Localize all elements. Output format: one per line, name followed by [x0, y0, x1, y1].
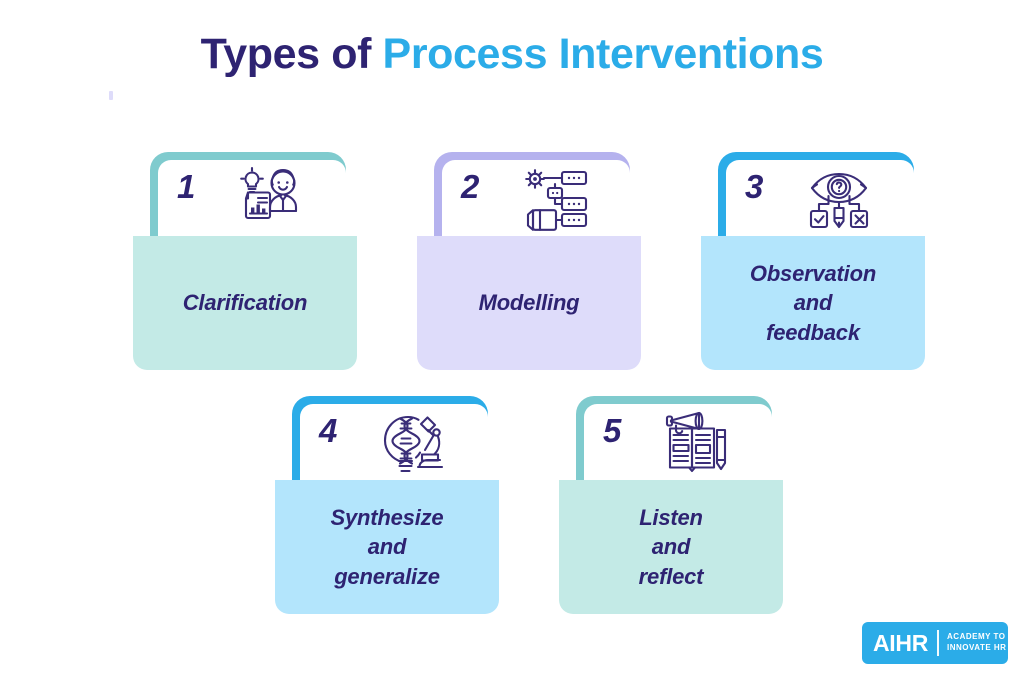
card-observation-and-feedback[interactable]: 3: [701, 152, 925, 370]
eye-question-checkbox-icon: [804, 166, 874, 232]
logo-wordmark: AIHR: [873, 629, 929, 656]
card-pocket: Observation and feedback: [701, 236, 925, 370]
card-number: 5: [603, 412, 622, 449]
card-number: 3: [745, 168, 764, 205]
card-label: Observation and feedback: [749, 261, 877, 345]
page-title-part-1: Types of: [200, 30, 383, 78]
dna-bulb-microscope-icon: [378, 410, 448, 476]
aihr-logo: AIHR ACADEMY TO INNOVATE HR: [862, 622, 1008, 664]
decorative-speck: [109, 91, 113, 100]
card-listen-and-reflect[interactable]: 5: [559, 396, 783, 614]
card-label: Clarification: [182, 290, 308, 316]
page-title-part-2: Process Interventions: [382, 30, 824, 78]
person-lightbulb-report-icon: [236, 166, 306, 232]
card-label: Listen and reflect: [638, 505, 704, 589]
card-pocket: Clarification: [133, 236, 357, 370]
book-megaphone-pencil-icon: [662, 410, 732, 476]
card-pocket: Synthesize and generalize: [275, 480, 499, 614]
card-label: Synthesize and generalize: [330, 505, 444, 589]
card-number: 2: [461, 168, 480, 205]
card-number: 4: [319, 412, 338, 449]
gear-flowchart-pencil-icon: [520, 166, 590, 232]
card-pocket: Modelling: [417, 236, 641, 370]
card-label: Modelling: [478, 290, 580, 316]
page-title: Types of Process Interventions: [0, 30, 1024, 79]
card-number: 1: [177, 168, 196, 205]
logo-divider: [937, 630, 940, 656]
card-modelling[interactable]: 2: [417, 152, 641, 370]
logo-tagline: ACADEMY TO INNOVATE HR: [947, 632, 1007, 652]
card-clarification[interactable]: 1: [133, 152, 357, 370]
card-pocket: Listen and reflect: [559, 480, 783, 614]
card-synthesize-and-generalize[interactable]: 4: [275, 396, 499, 614]
